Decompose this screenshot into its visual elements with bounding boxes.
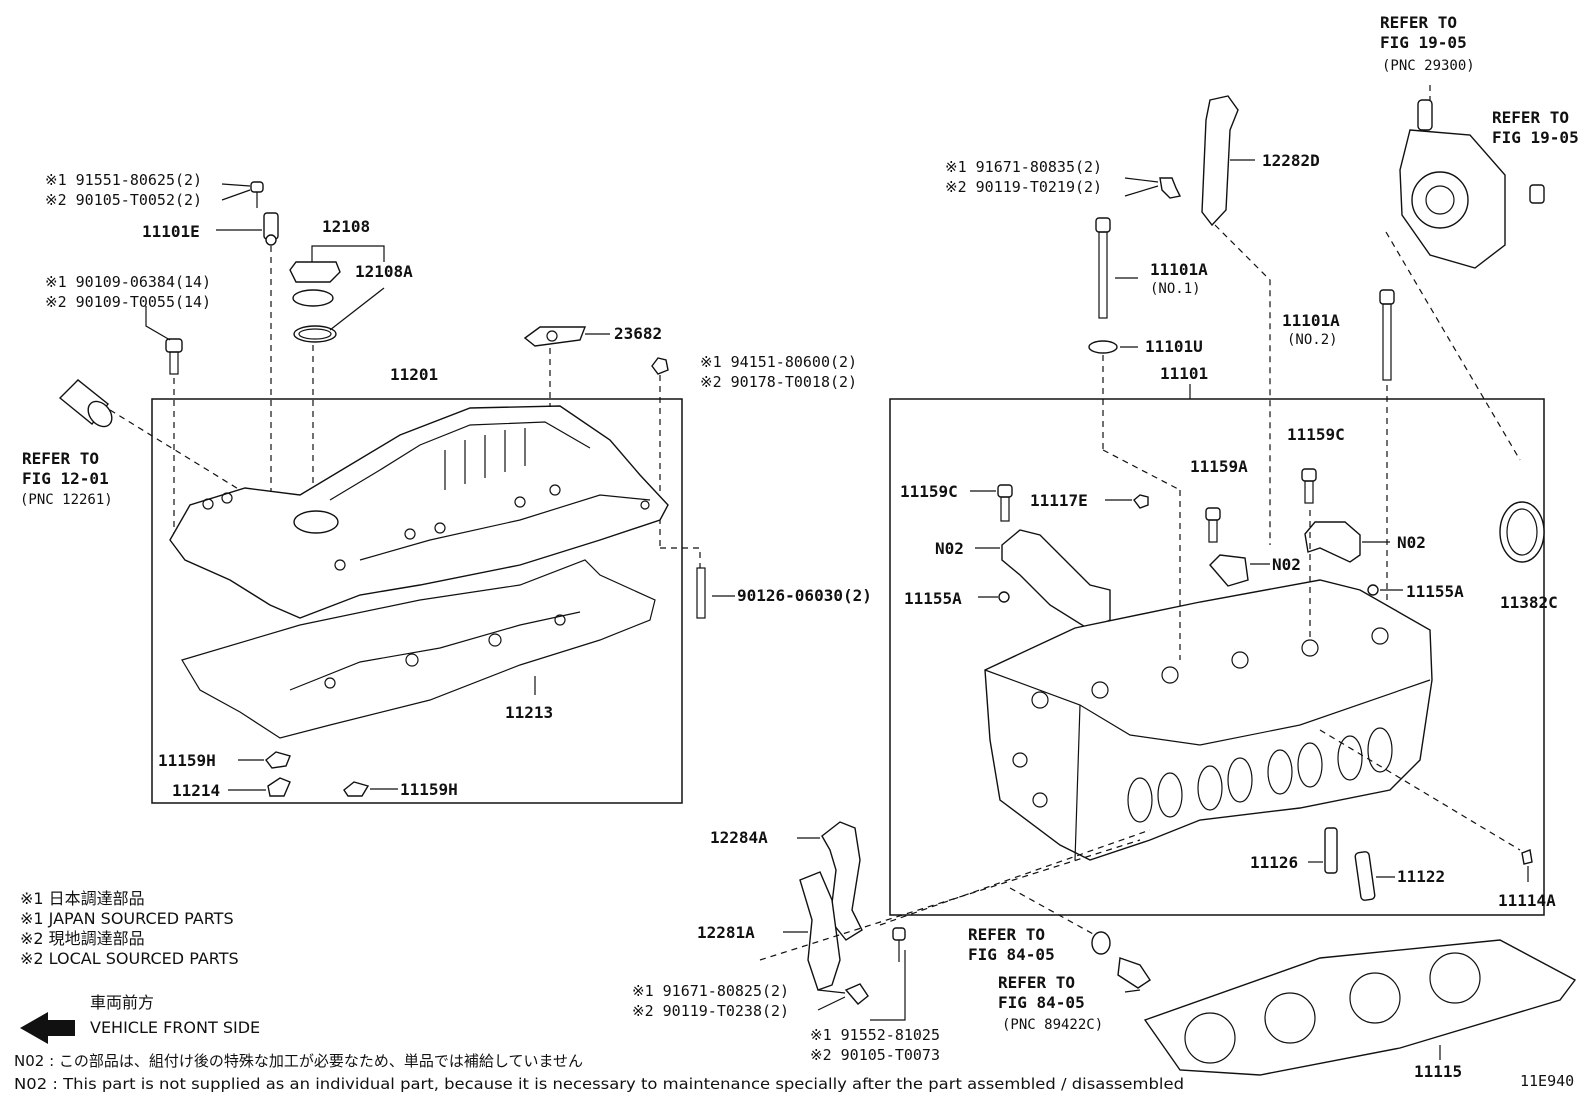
hanger-d-label[interactable]: 12282D (1262, 151, 1320, 170)
pcv-label[interactable]: 23682 (614, 324, 662, 343)
n02-mid-label[interactable]: N02 (1272, 555, 1301, 574)
cover-assembly-box (151, 398, 683, 804)
bolt-no2-drawing (1379, 289, 1395, 650)
seal-214-label[interactable]: 11214 (172, 781, 220, 800)
vacuum-pump-drawing (1385, 85, 1545, 461)
legend-line3: ※2 現地調達部品 (20, 929, 145, 948)
bolt-no1-sub: (NO.1) (1150, 281, 1201, 297)
hanger-d-drawing (1124, 95, 1271, 545)
c-left-label[interactable]: 11159C (900, 482, 958, 501)
refer-d-line2[interactable]: FIG 84-05 (968, 945, 1055, 964)
refer-e-line3: (PNC 89422C) (1002, 1017, 1103, 1033)
refer-b-line1[interactable]: REFER TO (1380, 13, 1457, 32)
hanger-bolt-l-label: ※2 90119-T0219(2) (945, 178, 1102, 196)
oil-seal-drawing (1499, 501, 1545, 563)
gasket-label[interactable]: 11213 (505, 703, 553, 722)
sensor-drawing (216, 212, 279, 495)
hangers-bottom-drawing (759, 821, 1151, 1021)
oil-cap-drawing (289, 245, 385, 500)
bolt-a-j-label: ※1 91671-80825(2) (632, 982, 789, 1000)
refer-e-line2[interactable]: FIG 84-05 (998, 993, 1085, 1012)
refer-c-line1[interactable]: REFER TO (1492, 108, 1569, 127)
pin-right-label[interactable]: 11155A (1406, 582, 1464, 601)
seal-h1-label[interactable]: 11159H (158, 751, 216, 770)
refer-b-line2[interactable]: FIG 19-05 (1380, 33, 1467, 52)
seals-drawing (228, 751, 398, 797)
hanger-bolt-j-label: ※1 91671-80835(2) (945, 158, 1102, 176)
nut-l-label: ※2 90178-T0018(2) (700, 373, 857, 391)
hanger-281-label[interactable]: 12281A (697, 923, 755, 942)
n02-note-jp: N02 : この部品は、組付け後の特殊な加工が必要なため、単品では補給していませ… (14, 1052, 583, 1070)
head-label[interactable]: 11101 (1160, 364, 1208, 383)
seal-h2-label[interactable]: 11159H (400, 780, 458, 799)
refer-a-line2[interactable]: FIG 12-01 (22, 469, 109, 488)
bolt-no1-drawing (1088, 217, 1138, 450)
vehicle-front-en: VEHICLE FRONT SIDE (90, 1018, 260, 1037)
head-gasket-label[interactable]: 11115 (1414, 1062, 1462, 1081)
cover-bolt-j-label: ※1 90109-06384(14) (45, 273, 211, 291)
legend-line1: ※1 日本調達部品 (20, 889, 145, 908)
stud-label[interactable]: 90126-06030(2) (737, 586, 872, 605)
hanger-284-label[interactable]: 12284A (710, 828, 768, 847)
cap-gasket-label[interactable]: 12108A (355, 262, 413, 281)
refer-a-line3: (PNC 12261) (20, 492, 113, 508)
pins-drawing (1308, 827, 1395, 901)
sensor-bottom-drawing (1009, 887, 1151, 993)
sensor-bolt-drawing (221, 181, 264, 208)
cover-label[interactable]: 11201 (390, 365, 438, 384)
vehicle-front-jp: 車両前方 (90, 993, 154, 1012)
refer-d-line1[interactable]: REFER TO (968, 925, 1045, 944)
refer-pipe-drawing (58, 379, 241, 491)
figure-id: 11E940 (1520, 1072, 1574, 1090)
cover-bolt-l-label: ※2 90109-T0055(14) (45, 293, 211, 311)
bolt-b-j-label: ※1 91552-81025 (810, 1026, 940, 1044)
bolt-no1-label[interactable]: 11101A (1150, 260, 1208, 279)
cover-gasket-drawing (181, 559, 656, 739)
plug-label[interactable]: 11114A (1498, 891, 1556, 910)
a-bolt-label[interactable]: 11159A (1190, 457, 1248, 476)
bolt-no2-sub: (NO.2) (1287, 332, 1338, 348)
pin-left-label[interactable]: 11155A (904, 589, 962, 608)
sensor-bolt-l-label: ※2 90105-T0052(2) (45, 191, 202, 209)
head-gasket-drawing (1143, 939, 1577, 1076)
cap-group-label[interactable]: 12108 (322, 217, 370, 236)
washer-label[interactable]: 11101U (1145, 337, 1203, 356)
nut-j-label: ※1 94151-80600(2) (700, 353, 857, 371)
refer-c-line2[interactable]: FIG 19-05 (1492, 128, 1579, 147)
pin-122-label[interactable]: 11122 (1397, 867, 1445, 886)
n02-note-en: N02 : This part is not supplied as an in… (14, 1075, 1184, 1093)
oil-seal-label[interactable]: 11382C (1500, 593, 1558, 612)
bolt-no2-label[interactable]: 11101A (1282, 311, 1340, 330)
cylinder-head-drawing (984, 579, 1433, 861)
stud-drawing (660, 547, 735, 619)
n02-left-label[interactable]: N02 (935, 539, 964, 558)
c-right-label[interactable]: 11159C (1287, 425, 1345, 444)
cover-bolt-drawing (145, 306, 183, 540)
plug-drawing (1319, 729, 1533, 882)
refer-b-line3: (PNC 29300) (1382, 58, 1475, 74)
sensor-bolt-j-label: ※1 91551-80625(2) (45, 171, 202, 189)
e-plug-label[interactable]: 11117E (1030, 491, 1088, 510)
n02-right-label[interactable]: N02 (1397, 533, 1426, 552)
legend-line4: ※2 LOCAL SOURCED PARTS (20, 949, 239, 968)
vehicle-front-arrow-icon (20, 1012, 75, 1044)
refer-e-line1[interactable]: REFER TO (998, 973, 1075, 992)
refer-a-line1[interactable]: REFER TO (22, 449, 99, 468)
bolt-b-l-label: ※2 90105-T0073 (810, 1046, 940, 1064)
sensor-part-label[interactable]: 11101E (142, 222, 200, 241)
valve-cover-drawing (169, 405, 669, 619)
legend-line2: ※1 JAPAN SOURCED PARTS (20, 909, 234, 928)
cylinder-head-box (889, 398, 1545, 916)
cam-caps-drawing (970, 468, 1403, 631)
pin-126-label[interactable]: 11126 (1250, 853, 1298, 872)
bolt-a-l-label: ※2 90119-T0238(2) (632, 1002, 789, 1020)
